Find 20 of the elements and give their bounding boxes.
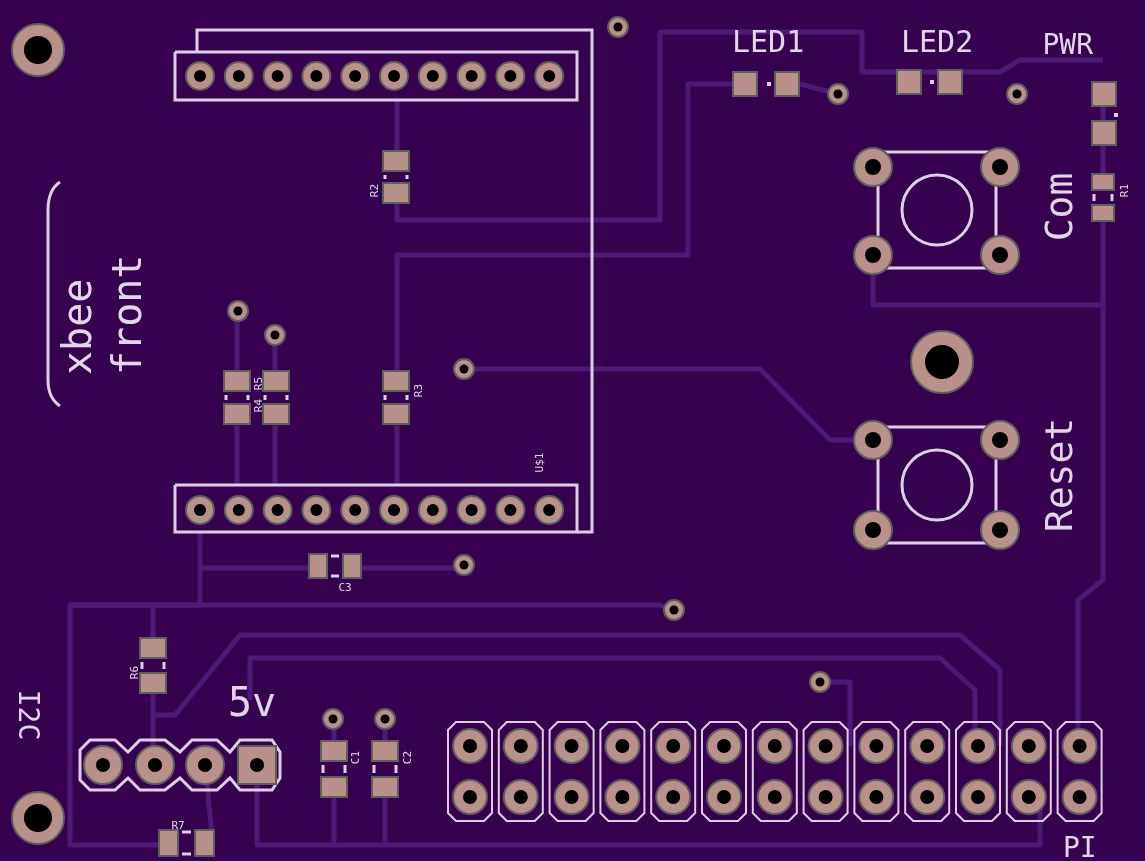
silkscreen-label: I2C [13, 689, 42, 741]
silkscreen-label: xbee front [53, 253, 151, 375]
silkscreen-label: Reset [1040, 417, 1079, 533]
silkscreen-label: PWR [1042, 31, 1094, 59]
silkscreen-label: C1 [349, 750, 361, 764]
silkscreen-label: R5 [252, 376, 264, 390]
silkscreen-label: PI [1063, 834, 1097, 861]
silkscreen-label: C3 [338, 581, 352, 593]
silkscreen-label: Com [1039, 172, 1078, 242]
silkscreen-label: 5v [228, 682, 277, 722]
silkscreen-label: R2 [368, 183, 380, 197]
silkscreen-label: R7 [171, 819, 185, 831]
silkscreen-label: U$1 [534, 452, 546, 472]
silkscreen-label: R4 [252, 398, 264, 412]
silkscreen-label: R6 [128, 665, 140, 679]
silkscreen-label: LED1 [732, 27, 805, 57]
silkscreen-label: R3 [412, 383, 424, 397]
silkscreen-label: LED2 [901, 27, 974, 57]
silkscreen-label: C2 [401, 750, 413, 764]
silkscreen-label: R1 [1118, 183, 1130, 197]
